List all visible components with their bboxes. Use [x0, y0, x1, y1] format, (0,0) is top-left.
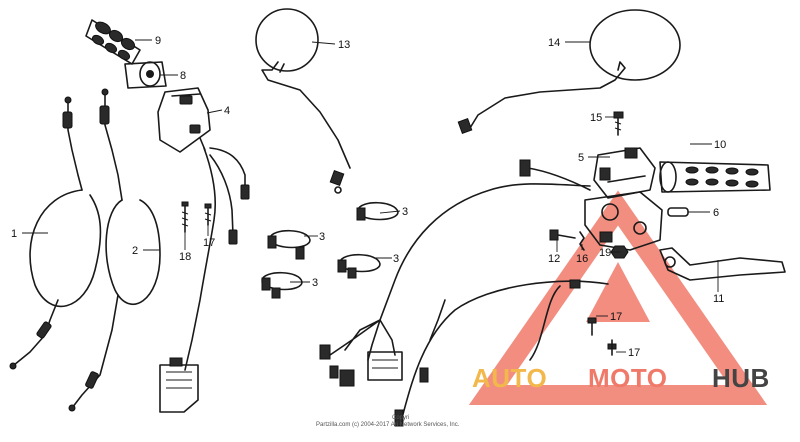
left-switch-housing: [157, 87, 211, 153]
watermark-wordmark: AUTO MOTO HUB: [472, 363, 770, 393]
pivot-pin-6: [667, 207, 689, 217]
callout-11: 11: [713, 293, 724, 305]
callout-8: 8: [180, 70, 186, 82]
watermark-hub: HUB: [712, 363, 770, 393]
lever-bracket: [584, 191, 663, 251]
callout-5: 5: [578, 152, 584, 164]
callout-1: 1: [11, 228, 17, 240]
throttle-cable-2: [68, 88, 161, 412]
copyright-notice: Copyri Partzilla.com (c) 2004-2017 Ari N…: [316, 415, 460, 428]
callout-3: 3: [312, 277, 318, 289]
callout-16: 16: [576, 253, 588, 265]
right-mirror: [457, 9, 681, 134]
callout-3: 3: [319, 231, 325, 243]
callout-labels: 1 2 3 3 3 3 4 5 6 8 9 10 11 12 13 14 15 …: [11, 35, 726, 359]
brake-lever: [659, 247, 786, 281]
callout-19: 19: [599, 247, 611, 259]
screw-17-right-b: [607, 339, 617, 356]
callout-2: 2: [132, 245, 138, 257]
bolt-12: [549, 229, 576, 241]
callout-3: 3: [393, 253, 399, 265]
clamp-3a: [356, 201, 399, 221]
right-switch-housing: [593, 147, 656, 199]
copyright-line-1: Copyri: [392, 415, 409, 421]
screw-17-right-a: [587, 317, 597, 336]
callout-18: 18: [179, 251, 191, 263]
callout-17: 17: [610, 311, 622, 323]
callout-17: 17: [203, 237, 215, 249]
left-mirror: [255, 8, 351, 194]
callout-12: 12: [548, 253, 560, 265]
callout-13: 13: [338, 39, 350, 51]
clamp-3c: [337, 253, 381, 279]
callout-6: 6: [713, 207, 719, 219]
throttle-cable-1: [9, 96, 102, 370]
screw-17-left: [204, 203, 212, 226]
clamp-3b: [267, 229, 311, 260]
callout-4: 4: [224, 105, 230, 117]
callout-9: 9: [155, 35, 161, 47]
callout-17: 17: [628, 347, 640, 359]
callout-3: 3: [402, 206, 408, 218]
watermark-auto: AUTO: [472, 363, 547, 393]
callout-15: 15: [590, 112, 602, 124]
watermark-triangle: [468, 190, 768, 405]
right-harness: [319, 159, 591, 387]
screw-18: [181, 201, 189, 233]
callout-10: 10: [714, 139, 726, 151]
left-harness: [159, 147, 250, 413]
right-grip: [659, 161, 771, 193]
watermark-moto: MOTO: [588, 363, 668, 393]
throttle-tube: [124, 61, 167, 89]
screw-15: [613, 111, 624, 136]
brake-switch-cable: [394, 279, 609, 427]
callout-14: 14: [548, 37, 560, 49]
copyright-line-2: Partzilla.com (c) 2004-2017 Ari Network …: [316, 422, 460, 428]
leader-lines: [22, 39, 719, 353]
left-grip: [85, 19, 141, 65]
clamp-3d: [261, 271, 303, 299]
